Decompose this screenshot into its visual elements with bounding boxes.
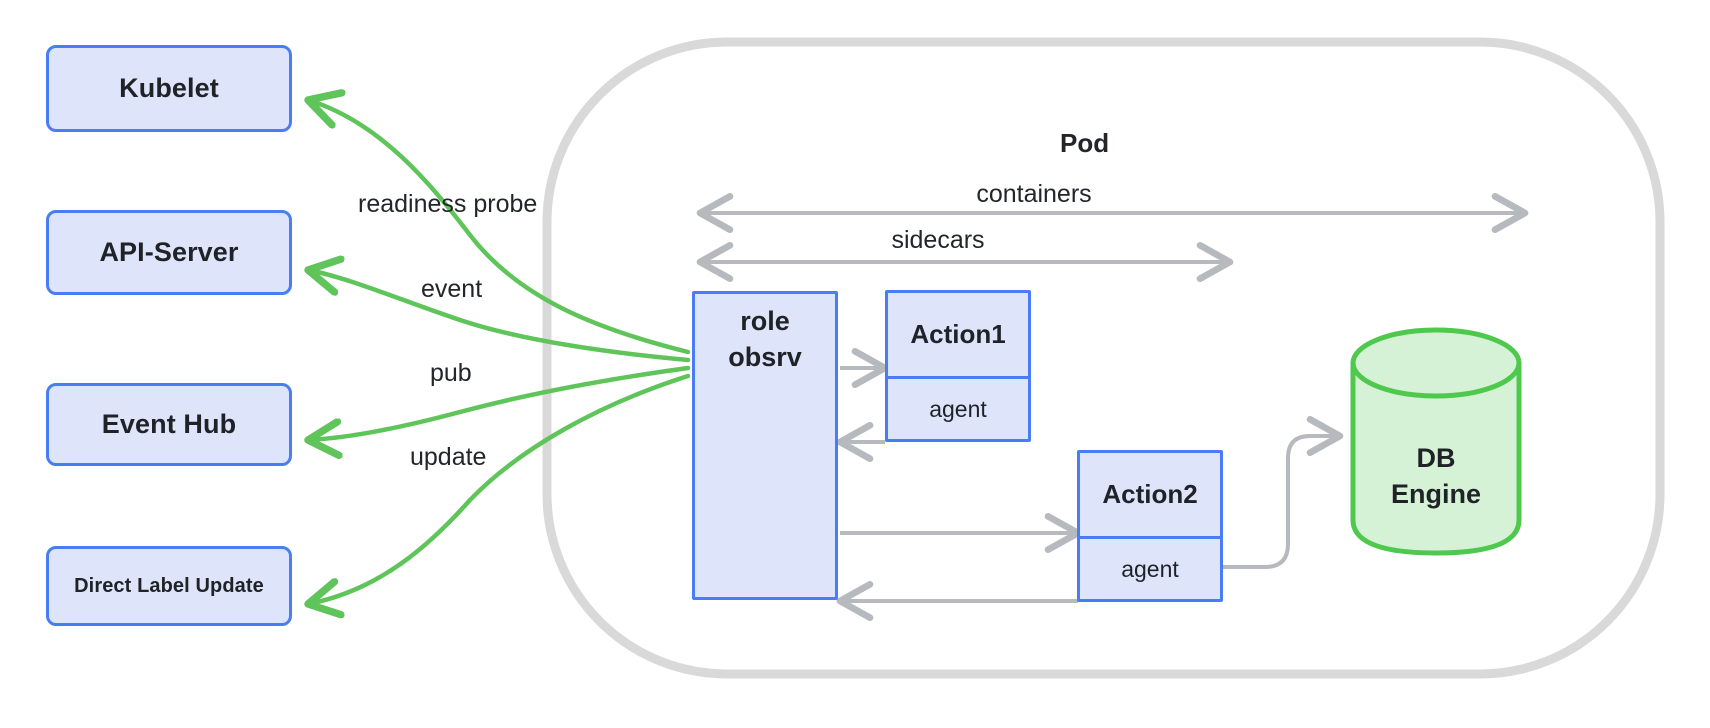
node-db-engine-line1: DB: [1416, 443, 1456, 473]
node-role-obsrv-label: role obsrv: [695, 304, 835, 375]
node-action1[interactable]: Action1 agent: [885, 290, 1031, 442]
node-db-engine-label: DB Engine: [1356, 440, 1516, 512]
node-action2-agent: agent: [1080, 536, 1220, 599]
pod-boundary: [542, 37, 1665, 679]
node-action1-agent: agent: [888, 376, 1028, 439]
node-kubelet[interactable]: Kubelet: [46, 45, 292, 132]
node-role-obsrv-line1: role: [740, 306, 790, 336]
edge-update: [308, 373, 691, 604]
pod-title: Pod: [1060, 128, 1110, 158]
node-api-server-label: API-Server: [99, 237, 239, 267]
node-direct-label-update-label: Direct Label Update: [74, 574, 264, 597]
node-action1-title: Action1: [910, 319, 1006, 349]
edge-pub: [308, 365, 691, 440]
edge-action2agent-to-dbengine: [1220, 416, 1344, 569]
span-label-sidecars: sidecars: [882, 226, 994, 255]
node-kubelet-label: Kubelet: [119, 73, 219, 103]
edge-event: [308, 270, 691, 363]
node-direct-label-update[interactable]: Direct Label Update: [46, 546, 292, 626]
node-api-server[interactable]: API-Server: [46, 210, 292, 295]
node-action2[interactable]: Action2 agent: [1077, 450, 1223, 602]
edge-label-pub: pub: [430, 359, 472, 387]
node-role-obsrv[interactable]: role obsrv: [692, 291, 838, 600]
edge-label-readiness-probe: readiness probe: [358, 190, 538, 218]
node-event-hub-label: Event Hub: [101, 409, 237, 439]
edge-label-event: event: [421, 275, 483, 303]
edge-readiness-probe: [308, 100, 691, 355]
edge-label-update: update: [410, 443, 487, 471]
db-engine-cylinder: [1350, 327, 1522, 556]
node-role-obsrv-line2: obsrv: [728, 341, 802, 372]
node-db-engine-line2: Engine: [1390, 479, 1481, 510]
span-label-containers: containers: [967, 180, 1101, 209]
node-event-hub[interactable]: Event Hub: [46, 383, 292, 466]
node-action2-title: Action2: [1102, 479, 1198, 509]
